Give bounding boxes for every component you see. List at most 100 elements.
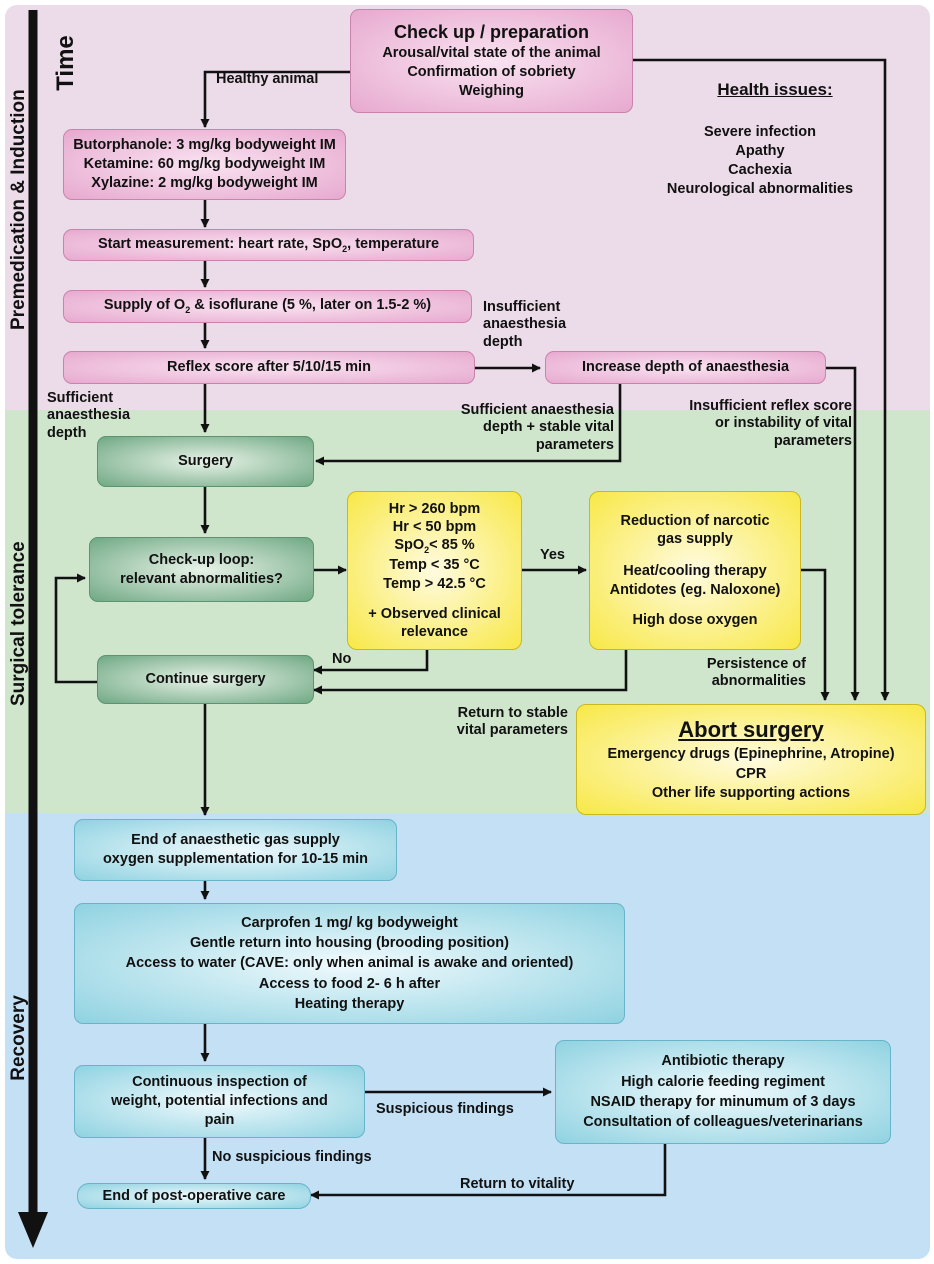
arrow-increase-to-abort (826, 366, 860, 701)
reduction-line: Antidotes (eg. Naloxone) (609, 581, 781, 598)
antibiotic-line: High calorie feeding regiment (621, 1073, 825, 1090)
criteria-line: + Observed clinical (368, 605, 501, 622)
start-measurement-box: Start measurement: heart rate, SpO2, tem… (63, 229, 474, 261)
checkup-preparation-box: Check up / preparation Arousal/vital sta… (350, 9, 633, 113)
label-line: Persistence of (706, 656, 806, 672)
end-postop-care-box: End of post-operative care (77, 1183, 311, 1209)
arrow-criteria-to-continue (313, 650, 429, 675)
surgery-text: Surgery (178, 453, 233, 470)
arrow-continue-to-checkloop (54, 573, 97, 684)
label-line: abnormalities (711, 673, 806, 690)
antibiotic-therapy-box: Antibiotic therapy High calorie feeding … (555, 1040, 891, 1144)
postop-line: Access to water (CAVE: only when animal … (125, 955, 574, 972)
inspection-line: pain (204, 1111, 235, 1128)
health-issues-title: Health issues: (717, 80, 833, 99)
start-measurement-text: Start measurement: heart rate, SpO2, tem… (97, 235, 440, 254)
abort-title: Abort surgery (678, 717, 824, 743)
antibiotic-line: Consultation of colleagues/veterinarians (583, 1114, 863, 1131)
inspection-line: weight, potential infections and (111, 1093, 328, 1110)
label-no: No (332, 651, 352, 667)
criteria-line: Hr > 260 bpm (388, 500, 481, 517)
dosage-line: Ketamine: 60 mg/kg bodyweight IM (83, 156, 326, 173)
label-suspicious: Suspicious findings (376, 1101, 514, 1117)
reduction-line: gas supply (657, 531, 733, 548)
label-insufficient-depth: Insufficient anaesthesia depth (483, 299, 566, 351)
label-line: Sufficient anaesthesia (460, 402, 614, 418)
criteria-line: Temp > 42.5 °C (383, 575, 486, 592)
criteria-line: relevance (401, 624, 468, 641)
premedication-dosage-box: Butorphanole: 3 mg/kg bodyweight IM Keta… (63, 129, 346, 200)
antibiotic-line: NSAID therapy for minumum of 3 days (590, 1094, 856, 1110)
label-line: anaesthesia (47, 407, 131, 424)
arrow-checkup-to-premed (200, 70, 350, 128)
time-arrow (18, 10, 48, 1248)
label-line: Return to stable (457, 705, 568, 721)
label-line: vital parameters (456, 722, 568, 739)
label-line: depth (483, 333, 523, 350)
antibiotic-line: Antibiotic therapy (661, 1053, 785, 1070)
reduction-therapy-box: Reduction of narcotic gas supply Heat/co… (589, 491, 801, 650)
label-insufficient-reflex: Insufficient reflex score or instability… (640, 398, 852, 450)
postop-line: Heating therapy (294, 995, 405, 1012)
postop-line: Gentle return into housing (brooding pos… (190, 935, 509, 952)
health-issue-item: Neurological abnormalities (666, 180, 854, 197)
arrow-checkup-to-abort (633, 58, 890, 701)
criteria-spo2: SpO2< 85 % (394, 537, 475, 556)
checkup-loop-box: Check-up loop: relevant abnormalities? (89, 537, 314, 602)
checkup-line: Arousal/vital state of the animal (382, 45, 601, 62)
arrow-reduction-to-abort (801, 568, 830, 701)
label-line: Insufficient reflex score (689, 398, 852, 414)
criteria-line: Hr < 50 bpm (392, 518, 477, 535)
label-sufficient-depth: Sufficient anaesthesia depth (47, 390, 130, 442)
increase-depth-text: Increase depth of anaesthesia (581, 359, 790, 376)
arrow-antibiotic-to-endcare (310, 1144, 667, 1200)
label-line: parameters (773, 432, 852, 449)
label-no-suspicious: No suspicious findings (212, 1149, 372, 1165)
end-gas-line: End of anaesthetic gas supply (131, 832, 340, 849)
criteria-line: Temp < 35 °C (389, 557, 480, 574)
end-care-text: End of post-operative care (102, 1187, 286, 1204)
label-line: Insufficient (483, 299, 561, 315)
abnormality-criteria-box: Hr > 260 bpm Hr < 50 bpm SpO2< 85 % Temp… (347, 491, 522, 650)
label-persistence: Persistence of abnormalities (660, 656, 806, 691)
abort-line: CPR (735, 765, 767, 782)
label-line: parameters (535, 436, 614, 453)
label-line: or instability of vital (715, 415, 852, 432)
arrow-increase-to-surgery (315, 384, 622, 466)
checkup-line: Weighing (459, 83, 524, 100)
postop-care-box: Carprofen 1 mg/ kg bodyweight Gentle ret… (74, 903, 625, 1024)
reflex-score-text: Reflex score after 5/10/15 min (167, 359, 371, 376)
inspection-box: Continuous inspection of weight, potenti… (74, 1065, 365, 1138)
label-return-stable: Return to stable vital parameters (420, 705, 568, 740)
surgery-box: Surgery (97, 436, 314, 487)
checkup-line: Confirmation of sobriety (407, 64, 576, 81)
reduction-line: High dose oxygen (632, 611, 758, 628)
continue-surgery-text: Continue surgery (145, 671, 266, 688)
health-issue-item: Cachexia (728, 161, 792, 178)
supply-box: Supply of O2 & isoflurane (5 %, later on… (63, 290, 472, 323)
label-healthy-animal: Healthy animal (216, 71, 319, 87)
label-yes: Yes (540, 547, 565, 563)
inspection-line: Continuous inspection of (132, 1074, 307, 1091)
checkloop-line: Check-up loop: (148, 551, 255, 568)
abort-line: Other life supporting actions (651, 785, 851, 802)
label-line: depth (47, 424, 87, 441)
reflex-score-box: Reflex score after 5/10/15 min (63, 351, 475, 384)
label-line: depth + stable vital (483, 419, 614, 436)
supply-text: Supply of O2 & isoflurane (5 %, later on… (103, 297, 432, 316)
checkloop-line: relevant abnormalities? (120, 570, 283, 587)
health-issue-item: Apathy (735, 142, 785, 159)
reduction-line: Heat/cooling therapy (623, 563, 767, 580)
label-sufficient-stable: Sufficient anaesthesia depth + stable vi… (412, 402, 614, 454)
reduction-line: Reduction of narcotic (620, 512, 770, 529)
arrow-reduction-to-continue (313, 650, 628, 695)
abort-surgery-box: Abort surgery Emergency drugs (Epinephri… (576, 704, 926, 815)
increase-depth-box: Increase depth of anaesthesia (545, 351, 826, 384)
label-line: Sufficient (47, 390, 114, 406)
dosage-line: Butorphanole: 3 mg/kg bodyweight IM (73, 137, 336, 154)
health-issues-list: Severe infection Apathy Cachexia Neurolo… (640, 123, 880, 198)
abort-line: Emergency drugs (Epinephrine, Atropine) (607, 746, 895, 762)
label-line: anaesthesia (483, 316, 567, 333)
end-gas-line: oxygen supplementation for 10-15 min (102, 851, 369, 867)
